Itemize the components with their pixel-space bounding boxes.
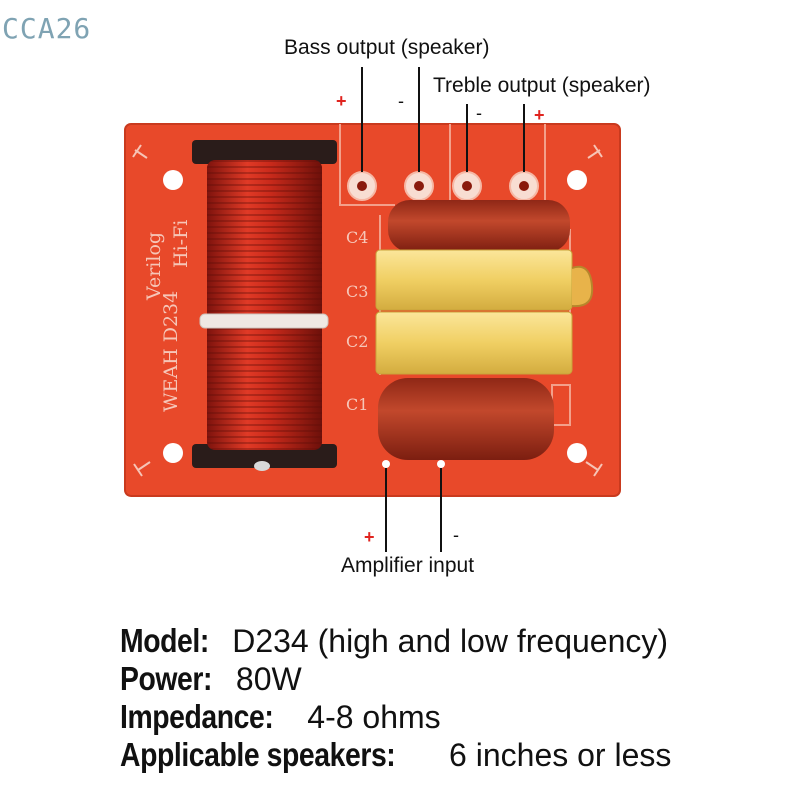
watermark: CCA26 (2, 12, 92, 45)
spec-value: D234 (high and low frequency) (223, 623, 669, 659)
spec-value: 4-8 ohms (298, 699, 441, 735)
spec-key: Applicable speakers: (120, 736, 396, 773)
mounting-holes (163, 170, 587, 463)
label-c3: C3 (346, 282, 368, 301)
bass-plus-sign: + (336, 91, 347, 111)
input-terminal-minus (437, 460, 445, 468)
spec-impedance: Impedance: 4-8 ohms (120, 698, 671, 736)
spec-key: Power: (120, 660, 213, 697)
spec-power: Power: 80W (120, 660, 671, 698)
treble-plus-sign: + (534, 105, 545, 125)
bass-minus-sign: - (398, 91, 404, 111)
inductor-coil (192, 140, 337, 471)
specs-list: Model: D234 (high and low frequency) Pow… (120, 622, 671, 774)
brand-text: Verilog (143, 232, 165, 301)
label-c1: C1 (346, 395, 368, 414)
label-c2: C2 (346, 332, 368, 351)
hifi-text: Hi-Fi (170, 220, 192, 268)
treble-minus-sign: - (476, 103, 482, 123)
capacitor-c1 (378, 378, 554, 460)
spec-applicable-speakers: Applicable speakers: 6 inches or less (120, 736, 671, 774)
amplifier-input-label: Amplifier input (341, 554, 475, 577)
spec-value: 80W (227, 661, 302, 697)
spec-key: Model: (120, 622, 209, 659)
spec-model: Model: D234 (high and low frequency) (120, 622, 671, 660)
input-terminal-plus (382, 460, 390, 468)
amp-plus-sign: + (364, 527, 375, 547)
spec-value: 6 inches or less (440, 737, 672, 773)
label-c4: C4 (346, 228, 368, 247)
model-mark-text: WEAH D234 (160, 291, 182, 412)
capacitor-c2 (375, 311, 573, 375)
treble-output-label: Treble output (speaker) (433, 74, 651, 97)
capacitor-c3 (375, 249, 573, 311)
amp-minus-sign: - (453, 525, 459, 545)
capacitor-c4 (388, 200, 570, 252)
bass-output-label: Bass output (speaker) (284, 36, 490, 59)
spec-key: Impedance: (120, 698, 274, 735)
